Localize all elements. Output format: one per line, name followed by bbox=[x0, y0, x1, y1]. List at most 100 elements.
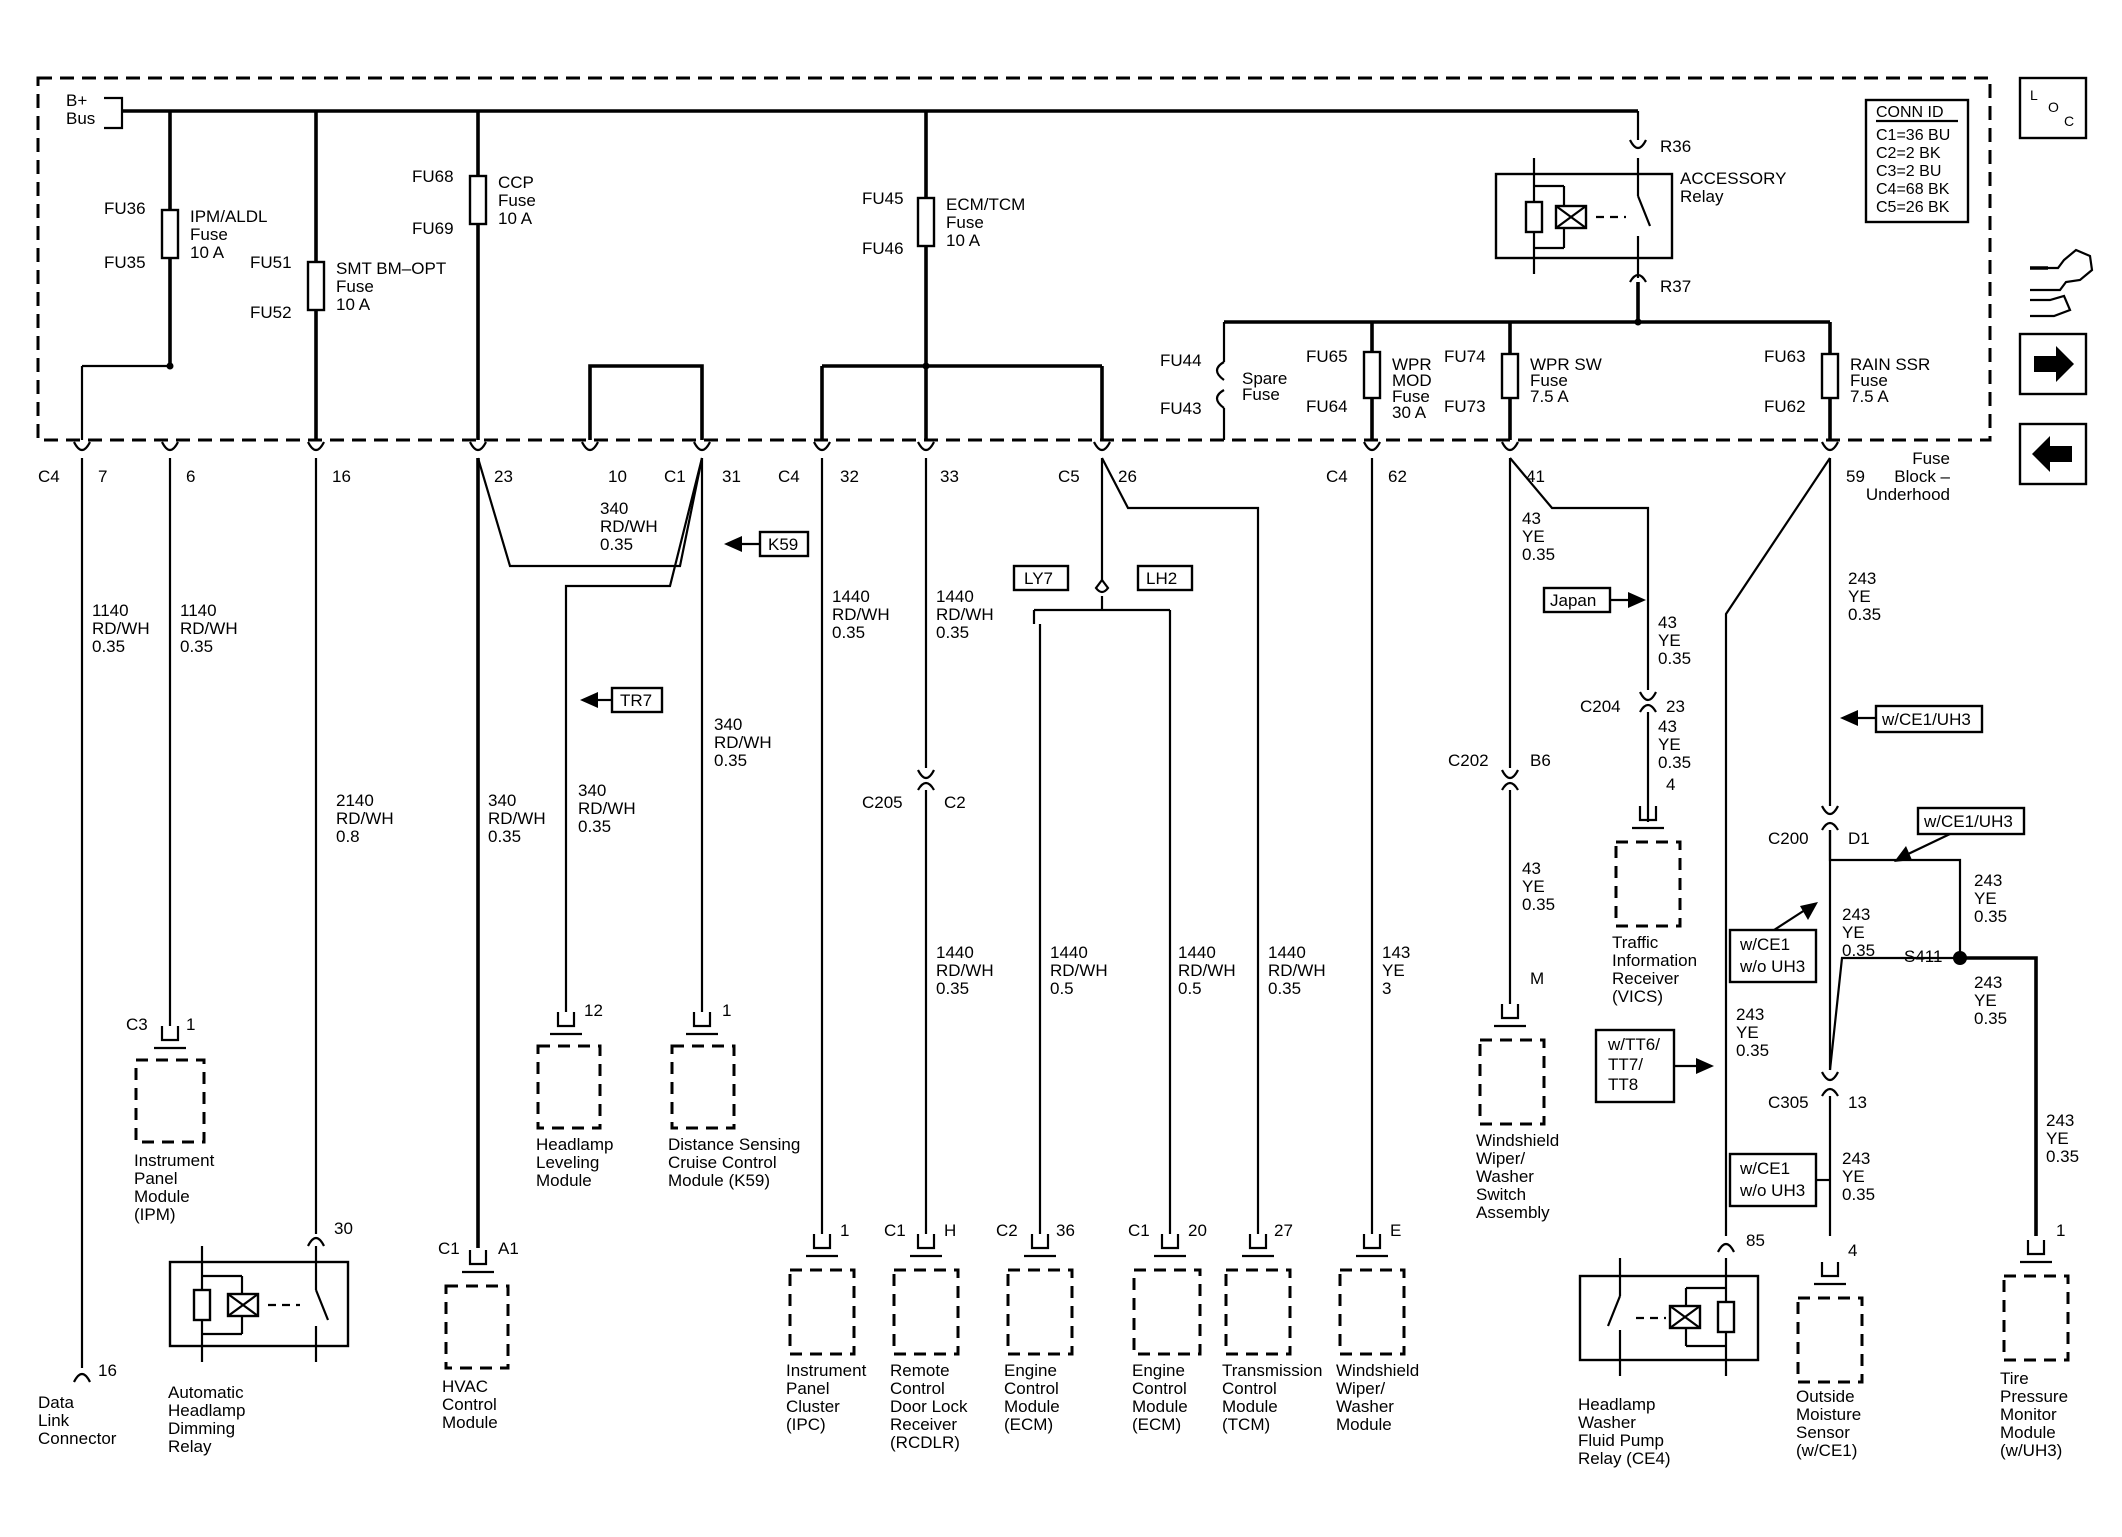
bplus-bus: B+ Bus bbox=[66, 91, 1640, 140]
svg-text:YE: YE bbox=[1658, 631, 1681, 650]
svg-text:Monitor: Monitor bbox=[2000, 1405, 2057, 1424]
svg-text:K59: K59 bbox=[768, 535, 798, 554]
svg-text:RD/WH: RD/WH bbox=[92, 619, 150, 638]
svg-text:FU69: FU69 bbox=[412, 219, 454, 238]
svg-text:0.35: 0.35 bbox=[1522, 545, 1555, 564]
svg-text:0.35: 0.35 bbox=[488, 827, 521, 846]
conn-id-table: CONN ID C1=36 BU C2=2 BK C3=2 BU C4=68 B… bbox=[1864, 98, 1970, 224]
svg-text:FU65: FU65 bbox=[1306, 347, 1348, 366]
svg-text:C1: C1 bbox=[884, 1221, 906, 1240]
svg-text:13: 13 bbox=[1848, 1093, 1867, 1112]
svg-text:R37: R37 bbox=[1660, 277, 1691, 296]
svg-text:FU74: FU74 bbox=[1444, 347, 1486, 366]
svg-text:6: 6 bbox=[186, 467, 195, 486]
svg-text:H: H bbox=[944, 1221, 956, 1240]
svg-text:RD/WH: RD/WH bbox=[936, 605, 994, 624]
svg-text:(IPM): (IPM) bbox=[134, 1205, 176, 1224]
svg-text:0.35: 0.35 bbox=[832, 623, 865, 642]
fuse-wpr-sw: FU74 FU73 WPR SW Fuse 7.5 A bbox=[1444, 322, 1602, 440]
svg-text:43: 43 bbox=[1522, 509, 1541, 528]
svg-text:0.35: 0.35 bbox=[1522, 895, 1555, 914]
previous-page-button[interactable] bbox=[2018, 422, 2088, 486]
svg-text:26: 26 bbox=[1118, 467, 1137, 486]
svg-text:w/TT6/: w/TT6/ bbox=[1607, 1035, 1660, 1054]
svg-text:ACCESSORY: ACCESSORY bbox=[1680, 169, 1786, 188]
svg-text:C305: C305 bbox=[1768, 1093, 1809, 1112]
svg-text:YE: YE bbox=[1658, 735, 1681, 754]
svg-text:RD/WH: RD/WH bbox=[600, 517, 658, 536]
tag-k59: K59 bbox=[724, 530, 810, 558]
fuse-smt-bm-opt: FU51 FU52 SMT BM–OPT Fuse 10 A bbox=[250, 111, 446, 440]
svg-text:Fuse: Fuse bbox=[1392, 387, 1430, 406]
svg-text:0.35: 0.35 bbox=[180, 637, 213, 656]
svg-text:R36: R36 bbox=[1660, 137, 1691, 156]
svg-text:TT8: TT8 bbox=[1608, 1075, 1638, 1094]
svg-text:Bus: Bus bbox=[66, 109, 95, 128]
svg-text:1440: 1440 bbox=[1050, 943, 1088, 962]
svg-text:Moisture: Moisture bbox=[1796, 1405, 1861, 1424]
tag-japan: Japan bbox=[1542, 586, 1646, 614]
svg-text:FU35: FU35 bbox=[104, 253, 146, 272]
svg-text:Control: Control bbox=[1132, 1379, 1187, 1398]
svg-text:0.35: 0.35 bbox=[92, 637, 125, 656]
svg-text:FU44: FU44 bbox=[1160, 351, 1202, 370]
svg-text:0.35: 0.35 bbox=[578, 817, 611, 836]
svg-text:1: 1 bbox=[2056, 1221, 2065, 1240]
svg-text:Relay (CE4): Relay (CE4) bbox=[1578, 1449, 1671, 1468]
svg-text:Dimming: Dimming bbox=[168, 1419, 235, 1438]
svg-text:A1: A1 bbox=[498, 1239, 519, 1258]
svg-text:C2: C2 bbox=[996, 1221, 1018, 1240]
svg-text:Data: Data bbox=[38, 1393, 74, 1412]
svg-text:C1=36 BU: C1=36 BU bbox=[1876, 127, 1950, 144]
svg-text:243: 243 bbox=[1974, 973, 2002, 992]
svg-text:143: 143 bbox=[1382, 943, 1410, 962]
svg-text:Module (K59): Module (K59) bbox=[668, 1171, 770, 1190]
svg-text:Underhood: Underhood bbox=[1866, 485, 1950, 504]
svg-text:C3: C3 bbox=[126, 1015, 148, 1034]
svg-text:Information: Information bbox=[1612, 951, 1697, 970]
tag-lh2: LH2 bbox=[1136, 564, 1194, 592]
svg-text:C5: C5 bbox=[1058, 467, 1080, 486]
svg-text:RAIN SSR: RAIN SSR bbox=[1850, 355, 1930, 374]
svg-text:(ECM): (ECM) bbox=[1004, 1415, 1053, 1434]
svg-text:Windshield: Windshield bbox=[1476, 1131, 1559, 1150]
svg-text:23: 23 bbox=[1666, 697, 1685, 716]
svg-text:w/CE1/UH3: w/CE1/UH3 bbox=[1881, 710, 1971, 729]
connector-view-icon[interactable] bbox=[2030, 248, 2094, 318]
svg-text:RD/WH: RD/WH bbox=[180, 619, 238, 638]
svg-text:IPM/ALDL: IPM/ALDL bbox=[190, 207, 267, 226]
svg-text:10: 10 bbox=[608, 467, 627, 486]
fuse-rain-ssr: FU63 FU62 RAIN SSR Fuse 7.5 A bbox=[1764, 322, 1930, 440]
svg-text:Spare: Spare bbox=[1242, 369, 1287, 388]
svg-text:Fuse: Fuse bbox=[1850, 371, 1888, 390]
svg-text:C5=26 BK: C5=26 BK bbox=[1876, 199, 1950, 216]
svg-text:C204: C204 bbox=[1580, 697, 1621, 716]
svg-text:43: 43 bbox=[1522, 859, 1541, 878]
svg-text:w/o UH3: w/o UH3 bbox=[1739, 957, 1805, 976]
svg-text:0.35: 0.35 bbox=[1848, 605, 1881, 624]
svg-text:B+: B+ bbox=[66, 91, 87, 110]
svg-text:Module: Module bbox=[1132, 1397, 1188, 1416]
next-page-button[interactable] bbox=[2018, 332, 2088, 396]
svg-text:0.35: 0.35 bbox=[1658, 753, 1691, 772]
loc-button[interactable]: L O C bbox=[2018, 76, 2088, 140]
svg-text:36: 36 bbox=[1056, 1221, 1075, 1240]
svg-text:TT7/: TT7/ bbox=[1608, 1055, 1643, 1074]
svg-text:Wiper/: Wiper/ bbox=[1336, 1379, 1385, 1398]
svg-text:Engine: Engine bbox=[1004, 1361, 1057, 1380]
svg-text:33: 33 bbox=[940, 467, 959, 486]
svg-text:243: 243 bbox=[1842, 905, 1870, 924]
svg-text:Control: Control bbox=[1222, 1379, 1277, 1398]
svg-text:31: 31 bbox=[722, 467, 741, 486]
svg-text:4: 4 bbox=[1848, 1241, 1857, 1260]
svg-text:1: 1 bbox=[186, 1015, 195, 1034]
svg-text:YE: YE bbox=[1974, 889, 1997, 908]
